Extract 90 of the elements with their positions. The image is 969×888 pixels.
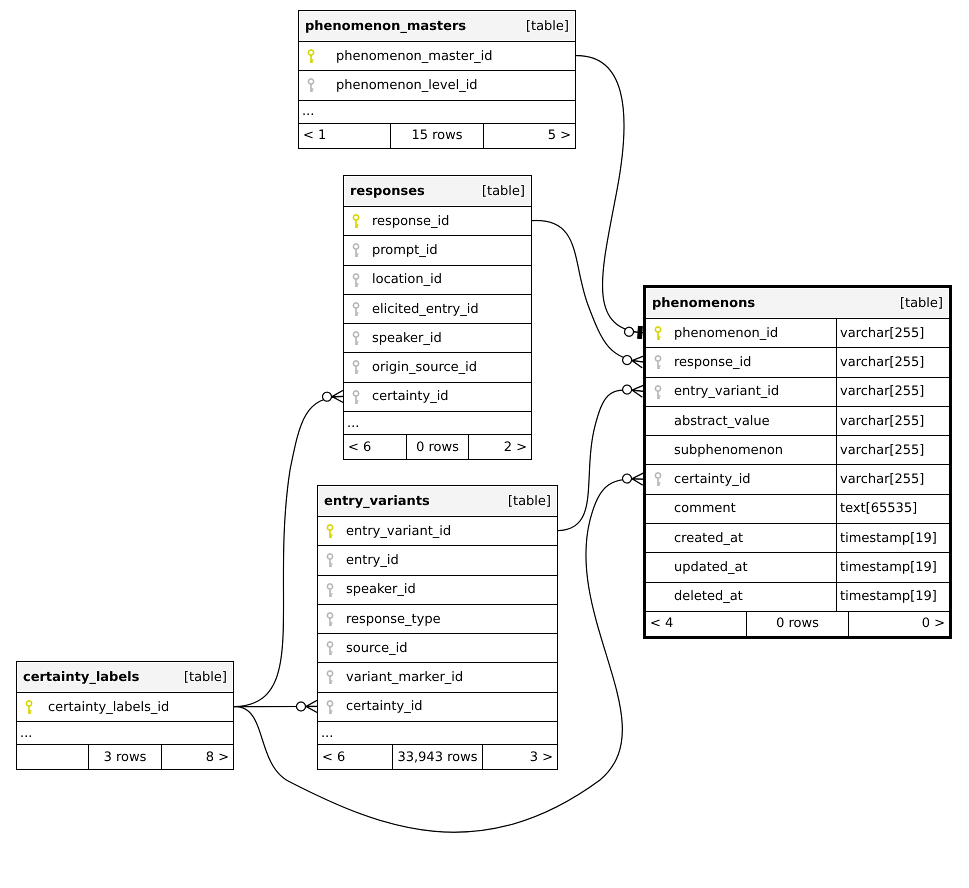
column-type: timestamp[19] (840, 560, 937, 576)
column-name: response_type (346, 612, 441, 627)
column-name: subphenomenon (674, 442, 784, 458)
parent-count: < 4 (649, 615, 674, 634)
column-type: timestamp[19] (840, 589, 937, 604)
column-name: updated_at (674, 560, 748, 576)
column-type: timestamp[19] (840, 530, 937, 546)
table-name: responses (350, 184, 425, 198)
table-type-label: [table] (900, 296, 943, 310)
relationship-connector (234, 472, 644, 833)
column-name: certainty_id (674, 472, 751, 488)
table-type-label: [table] (508, 494, 551, 508)
table-footer (344, 434, 531, 460)
column-row (646, 552, 949, 582)
entity-table (343, 175, 532, 460)
column-type: varchar[255] (840, 472, 924, 488)
relationship-connector (234, 700, 318, 714)
column-row (646, 406, 949, 436)
column-name: certainty_id (372, 389, 449, 404)
parent-count: < 6 (321, 748, 346, 767)
column-type: varchar[255] (840, 442, 924, 458)
column-name: variant_marker_id (346, 670, 464, 686)
ellipsis-row: ... (299, 100, 575, 123)
entity-table (317, 485, 558, 770)
entity-table (298, 10, 576, 149)
relationship-connector (532, 220, 645, 369)
column-name: deleted_at (674, 589, 743, 604)
column-name: location_id (372, 272, 442, 288)
column-name: elicited_entry_id (372, 302, 479, 317)
column-name: entry_variant_id (674, 384, 780, 400)
column-row (646, 494, 949, 524)
column-name: phenomenon_level_id (336, 78, 478, 93)
row-count: 0 rows (746, 612, 848, 636)
column-type: text[65535] (840, 501, 918, 516)
column-name: entry_id (346, 552, 399, 568)
row-count: 0 rows (406, 435, 468, 460)
column-row (646, 376, 949, 406)
column-type: varchar[255] (840, 354, 924, 370)
column-name: comment (674, 501, 736, 516)
table-type-label: [table] (482, 184, 525, 198)
row-count: 3 rows (88, 745, 161, 770)
table-type-label: [table] (526, 18, 569, 34)
column-name: response_id (372, 214, 450, 229)
column-type: varchar[255] (840, 326, 924, 341)
entity-table (16, 661, 234, 770)
table-footer (646, 610, 949, 636)
parent-count: < 1 (302, 127, 328, 146)
table-footer (318, 744, 557, 770)
column-row (646, 582, 949, 611)
child-count: 0 > (848, 612, 949, 636)
column-type: varchar[255] (840, 414, 924, 429)
relationship-connector (558, 384, 644, 532)
column-name: entry_variant_id (346, 524, 452, 539)
column-name: certainty_id (346, 699, 423, 714)
column-row (646, 523, 949, 552)
child-count: 2 > (468, 435, 532, 460)
table-footer (299, 122, 575, 148)
parent-count: < 6 (347, 438, 372, 457)
column-name: certainty_labels_id (48, 700, 170, 715)
child-count: 3 > (482, 745, 558, 770)
column-type: varchar[255] (840, 384, 924, 400)
row-count: 33,943 rows (392, 745, 482, 770)
row-count: 15 rows (390, 124, 483, 148)
column-name: speaker_id (372, 330, 442, 346)
ellipsis-row: ... (318, 721, 557, 744)
column-name: origin_source_id (372, 360, 478, 376)
column-row (646, 435, 949, 464)
column-row (646, 318, 949, 348)
column-name: speaker_id (346, 582, 416, 598)
relationship-connector (576, 55, 644, 340)
ellipsis-row: ... (17, 721, 233, 744)
column-name: response_id (674, 354, 752, 370)
column-name: phenomenon_master_id (336, 48, 492, 64)
table-type-label: [table] (184, 670, 227, 684)
column-row (646, 347, 949, 377)
child-count: 8 > (160, 745, 233, 770)
entity-table (643, 285, 952, 639)
table-name: phenomenons (652, 296, 756, 310)
table-name: phenomenon_masters (305, 18, 466, 34)
column-name: phenomenon_id (674, 326, 778, 341)
column-row (646, 464, 949, 494)
column-name: abstract_value (674, 414, 770, 429)
child-count: 5 > (482, 124, 575, 148)
ellipsis-row: ... (344, 411, 531, 434)
table-footer (17, 744, 233, 770)
column-name: source_id (346, 640, 408, 656)
table-name: entry_variants (324, 494, 430, 508)
column-name: created_at (674, 530, 744, 546)
column-name: prompt_id (372, 242, 438, 258)
table-name: certainty_labels (23, 670, 140, 684)
